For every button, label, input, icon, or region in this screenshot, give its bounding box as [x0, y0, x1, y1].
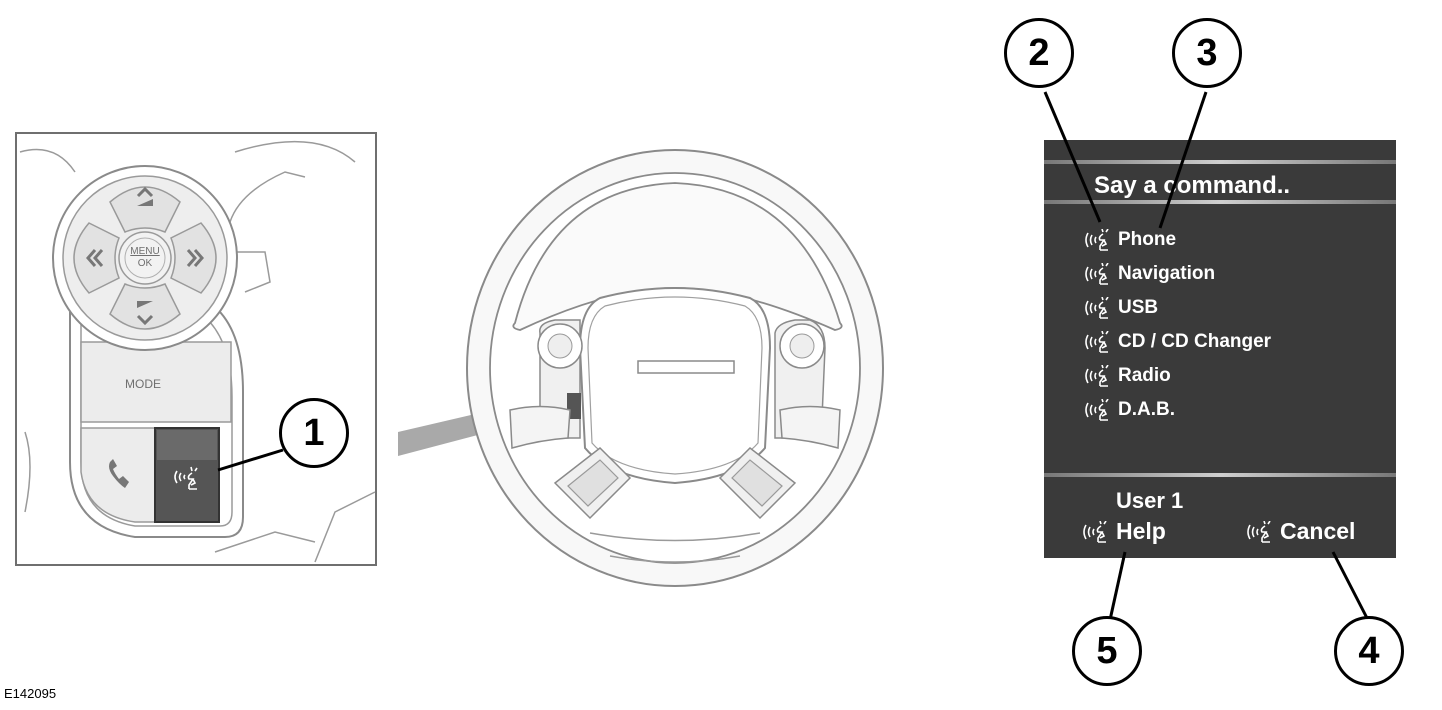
- screen-title: Say a command..: [1094, 172, 1291, 199]
- phone-icon: [109, 459, 129, 488]
- voice-command-icon: [1085, 331, 1109, 353]
- command-label: D.A.B.: [1118, 399, 1175, 420]
- help-label: Help: [1116, 518, 1166, 544]
- voice-command-icon: [1085, 297, 1109, 319]
- voice-command-icon: [1085, 365, 1109, 387]
- voice-command-icon: [1083, 520, 1107, 543]
- voice-command-screen: Say a command.. Phone Navigation USB CD …: [1044, 140, 1396, 558]
- command-item-radio[interactable]: Radio: [1084, 362, 1171, 390]
- callout-2: 2: [1004, 18, 1074, 88]
- command-label: Phone: [1118, 229, 1177, 250]
- callout-5: 5: [1072, 616, 1142, 686]
- leader-line-4: [1331, 551, 1370, 621]
- steering-wheel: [440, 148, 940, 598]
- switch-pack-drawing: [15, 132, 377, 566]
- voice-command-icon: [1085, 229, 1109, 251]
- command-item-cd[interactable]: CD / CD Changer: [1084, 328, 1271, 356]
- steering-wheel-drawing: [466, 149, 884, 587]
- leader-line-2: [1043, 91, 1102, 223]
- command-label: CD / CD Changer: [1118, 331, 1272, 352]
- command-label: Navigation: [1118, 263, 1216, 284]
- voice-command-icon: [174, 466, 198, 490]
- command-item-phone[interactable]: Phone: [1084, 226, 1176, 254]
- voice-command-icon: [1085, 263, 1109, 285]
- cancel-label: Cancel: [1280, 518, 1356, 544]
- screen-footer-divider: [1044, 473, 1396, 477]
- callout-1: 1: [279, 398, 349, 468]
- mode-button-label: MODE: [125, 377, 161, 391]
- help-button[interactable]: Help: [1082, 518, 1166, 545]
- user-label: User 1: [1116, 488, 1184, 513]
- screen-top-divider: [1044, 160, 1396, 164]
- command-item-dab[interactable]: D.A.B.: [1084, 396, 1175, 424]
- voice-command-icon: [1085, 399, 1109, 421]
- leader-line-3: [1158, 91, 1208, 229]
- command-label: USB: [1118, 297, 1159, 318]
- cancel-button[interactable]: Cancel: [1246, 518, 1355, 545]
- voice-command-icon: [1247, 520, 1271, 543]
- screen-title-divider: [1044, 200, 1396, 204]
- callout-3: 3: [1172, 18, 1242, 88]
- menu-button-label: MENU: [130, 246, 160, 257]
- ok-button-label: OK: [137, 258, 153, 269]
- figure-id: E142095: [4, 686, 57, 701]
- callout-4: 4: [1334, 616, 1404, 686]
- leader-line-1: [217, 448, 284, 472]
- command-item-navigation[interactable]: Navigation: [1084, 260, 1215, 288]
- command-item-usb[interactable]: USB: [1084, 294, 1158, 322]
- command-label: Radio: [1118, 365, 1171, 386]
- switch-pack-inset: MENU OK MODE: [15, 132, 377, 566]
- leader-line-5: [1108, 551, 1127, 621]
